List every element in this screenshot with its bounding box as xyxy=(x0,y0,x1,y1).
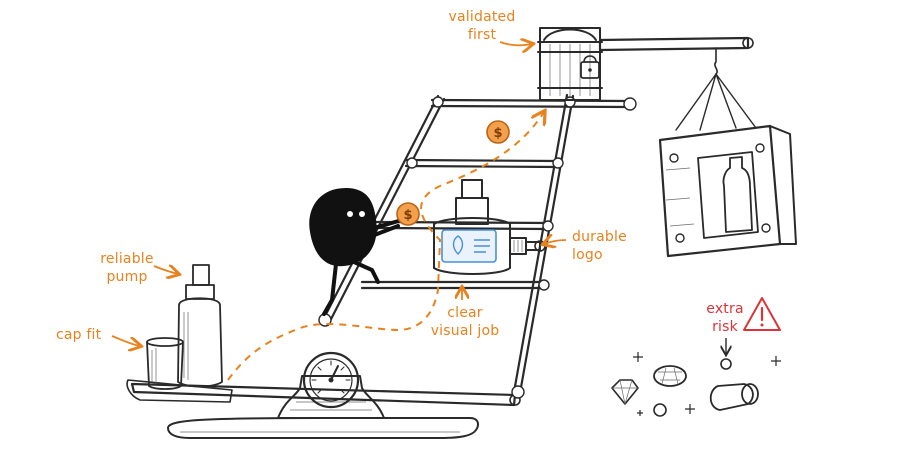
label-validated-first: validated first xyxy=(442,8,522,44)
padlock-icon xyxy=(580,55,600,79)
label-text: clear visual job xyxy=(430,305,500,339)
scale-gauge-icon xyxy=(302,351,360,409)
scattered-gems xyxy=(611,358,759,417)
label-extra-risk: extra risk xyxy=(694,300,756,336)
arrow-cap-fit xyxy=(111,335,140,346)
label-text: extra risk xyxy=(706,301,744,335)
label-cap-fit: cap fit xyxy=(56,326,101,344)
boom-arm xyxy=(598,36,754,75)
scale-stand xyxy=(277,375,385,419)
hanging-mold xyxy=(658,73,797,258)
pump-bottle xyxy=(177,264,223,388)
arrow-reliable-pump xyxy=(153,266,178,274)
validated-box xyxy=(537,27,603,101)
cap-cup xyxy=(146,337,184,390)
label-clear-visual-job: clear visual job xyxy=(422,304,508,340)
label-reliable-pump: reliable pump xyxy=(92,250,162,286)
black-character xyxy=(309,188,404,316)
progress-path xyxy=(227,112,544,381)
svg-text:$: $ xyxy=(403,208,412,223)
label-durable-logo: durable logo xyxy=(572,228,627,264)
label-text: validated first xyxy=(448,9,516,43)
dollar-coin-icon: $ xyxy=(396,202,420,226)
arrow-validated-first xyxy=(499,42,532,45)
dollar-coin-icon: $ xyxy=(486,120,510,144)
label-text: durable logo xyxy=(572,229,627,263)
arrow-durable-logo xyxy=(544,240,567,244)
scale-base-board xyxy=(167,417,479,439)
brand-logo-icon xyxy=(441,229,497,263)
sparkles xyxy=(633,352,781,416)
svg-text:$: $ xyxy=(493,126,502,141)
scale-beam xyxy=(126,379,521,407)
label-text: cap fit xyxy=(56,327,102,343)
warning-triangle-icon xyxy=(743,297,781,331)
label-text: reliable pump xyxy=(100,251,154,285)
